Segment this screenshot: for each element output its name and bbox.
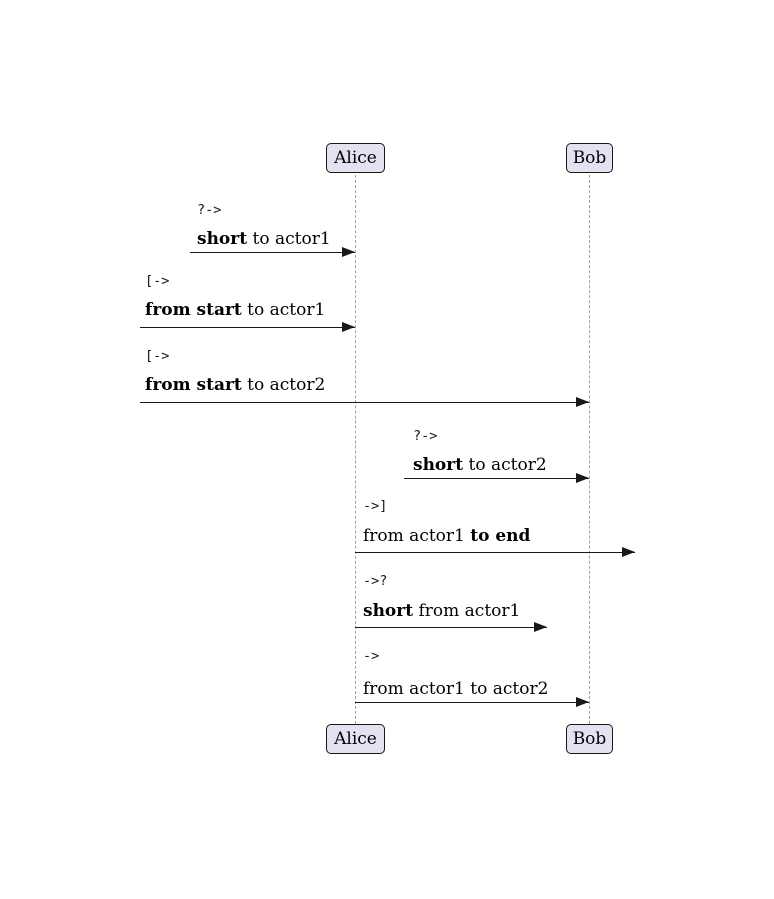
message-operator: ->] bbox=[363, 498, 388, 514]
message-label: from actor1 to end bbox=[363, 525, 530, 547]
actor-label-alice: Alice bbox=[334, 728, 377, 749]
message-label: from start to actor2 bbox=[145, 374, 325, 396]
message-arrowhead-icon bbox=[576, 473, 589, 483]
message-label-bold: from start bbox=[145, 300, 242, 320]
message-arrow-line bbox=[355, 552, 635, 553]
message-arrowhead-icon bbox=[576, 697, 589, 707]
message-arrow-line bbox=[190, 252, 355, 253]
message-arrow-line bbox=[355, 627, 547, 628]
message-operator: -> bbox=[363, 648, 380, 664]
message-operator: ?-> bbox=[197, 202, 222, 218]
message-arrowhead-icon bbox=[534, 622, 547, 632]
actor-box-alice-top: Alice bbox=[326, 143, 385, 173]
actor-label-bob: Bob bbox=[572, 728, 607, 749]
actor-box-bob-top: Bob bbox=[566, 143, 613, 173]
message-arrowhead-icon bbox=[576, 397, 589, 407]
actor-box-alice-bottom: Alice bbox=[326, 724, 385, 754]
message-arrow-line bbox=[140, 402, 589, 403]
message-label: short from actor1 bbox=[363, 600, 520, 622]
lifeline-bob bbox=[589, 175, 590, 724]
message-label-bold: short bbox=[197, 229, 248, 249]
message-label: short to actor1 bbox=[197, 228, 331, 250]
actor-label-alice: Alice bbox=[334, 147, 377, 168]
message-label: short to actor2 bbox=[413, 454, 547, 476]
message-label: from actor1 to actor2 bbox=[363, 678, 548, 700]
message-label: from start to actor1 bbox=[145, 299, 325, 321]
message-label-post: to actor1 bbox=[247, 229, 331, 249]
message-label-post: to actor2 bbox=[241, 375, 326, 395]
message-arrowhead-icon bbox=[622, 547, 635, 557]
lifeline-alice bbox=[355, 175, 356, 724]
message-label-post: to actor1 bbox=[241, 300, 326, 320]
message-arrow-line bbox=[404, 478, 589, 479]
message-operator: ->? bbox=[363, 573, 388, 589]
message-label-bold: from start bbox=[145, 375, 242, 395]
message-label-pre: from actor1 to actor2 bbox=[363, 679, 549, 699]
message-label-pre: from actor1 bbox=[363, 526, 471, 546]
message-label-post: from actor1 bbox=[413, 601, 521, 621]
actor-box-bob-bottom: Bob bbox=[566, 724, 613, 754]
message-operator: ?-> bbox=[413, 428, 438, 444]
message-arrow-line bbox=[355, 702, 589, 703]
message-arrowhead-icon bbox=[342, 247, 355, 257]
actor-label-bob: Bob bbox=[572, 147, 607, 168]
message-operator: [-> bbox=[145, 273, 170, 289]
message-arrowhead-icon bbox=[342, 322, 355, 332]
message-label-bold: to end bbox=[470, 526, 531, 546]
message-arrow-line bbox=[140, 327, 355, 328]
message-label-bold: short bbox=[363, 601, 414, 621]
message-label-post: to actor2 bbox=[463, 455, 547, 475]
message-label-bold: short bbox=[413, 455, 464, 475]
message-operator: [-> bbox=[145, 348, 170, 364]
